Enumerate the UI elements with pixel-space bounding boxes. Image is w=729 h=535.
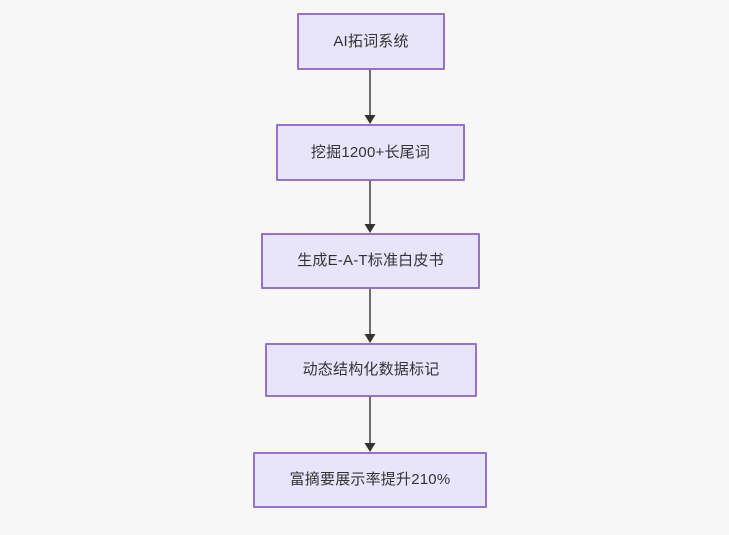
flowchart-node-label: AI拓词系统: [333, 32, 409, 50]
arrowhead-icon: [364, 224, 376, 233]
flowchart-node-label: 动态结构化数据标记: [302, 361, 440, 378]
flowchart-node-label: 富摘要展示率提升210%: [289, 471, 451, 488]
flowchart-node[interactable]: 动态结构化数据标记: [265, 343, 477, 397]
arrowhead-icon: [364, 334, 376, 343]
arrowhead-icon: [364, 443, 376, 452]
flowchart-node-label: 生成E-A-T标准白皮书: [297, 252, 444, 269]
flowchart-node[interactable]: 富摘要展示率提升210%: [253, 452, 487, 508]
flowchart-node[interactable]: AI拓词系统: [297, 13, 445, 70]
flowchart-node[interactable]: 挖掘1200+长尾词: [276, 124, 465, 181]
flowchart-node-label: 挖掘1200+长尾词: [310, 143, 431, 161]
flowchart-node[interactable]: 生成E-A-T标准白皮书: [261, 233, 480, 289]
arrowhead-icon: [364, 115, 376, 124]
